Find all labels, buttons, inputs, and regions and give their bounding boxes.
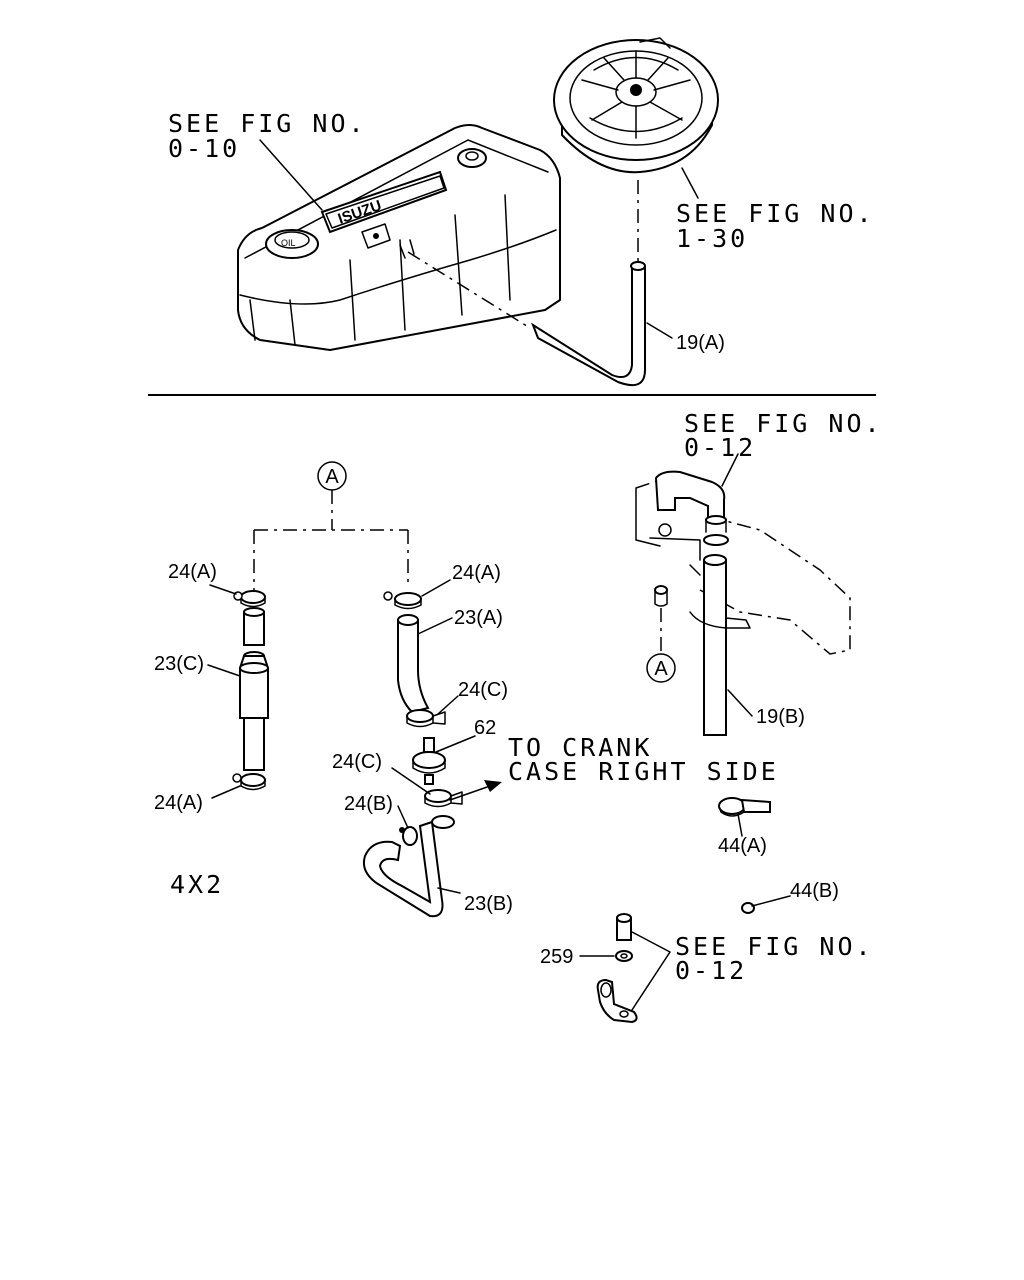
connector-a-right: A [646, 653, 676, 683]
clamp-24a-left-bottom [232, 773, 266, 791]
ref-bracket-top: SEE FIG NO. 0-12 [684, 409, 883, 462]
note-destination-line2: CASE RIGHT SIDE [508, 757, 779, 786]
pcv-valve-62 [412, 737, 446, 785]
ref-valve-cover-line1: SEE FIG NO. [168, 109, 367, 138]
bolt [616, 913, 632, 941]
callout-62: 62 [474, 717, 496, 739]
callout-44b: 44(B) [790, 880, 839, 902]
hose-23a [397, 614, 430, 714]
callout-24a-left-bottom: 24(A) [154, 792, 203, 814]
oil-cap-label: OIL [281, 238, 296, 248]
ref-bolt-clip: SEE FIG NO. 0-12 [675, 932, 874, 985]
crankcase-arrow [449, 780, 502, 801]
ref-bolt-clip-line1: SEE FIG NO. [675, 932, 874, 961]
note-destination: TO CRANK CASE RIGHT SIDE [508, 733, 779, 786]
callout-23c: 23(C) [154, 653, 204, 675]
note-variant: 4X2 [170, 870, 224, 899]
hose-23c [239, 607, 269, 771]
washer-259 [615, 950, 633, 962]
clamp-24a-left-top [233, 590, 266, 608]
breather-cap [457, 148, 487, 168]
hose-23b [362, 815, 455, 918]
ref-bracket-top-line2: 0-12 [684, 433, 756, 462]
connector-a-top-label: A [325, 466, 339, 488]
ref-air-cleaner: SEE FIG NO. 1-30 [676, 199, 875, 253]
clip [596, 978, 638, 1024]
callout-24c-lower: 24(C) [332, 751, 382, 773]
clamp-24b [399, 826, 418, 846]
bracket-manifold [635, 470, 851, 655]
isuzu-badge: ISUZU [320, 170, 448, 234]
callout-44a: 44(A) [718, 835, 767, 857]
clamp-44a [718, 797, 771, 817]
callout-24a-left-top: 24(A) [168, 561, 217, 583]
clamp-44b [741, 902, 755, 914]
callout-23a: 23(A) [454, 607, 503, 629]
callout-259: 259 [540, 946, 573, 968]
ref-air-cleaner-line2: 1-30 [676, 224, 748, 253]
connector-a-right-label: A [654, 658, 668, 680]
connector-a-top: A [317, 461, 347, 491]
air-cleaner [553, 37, 719, 174]
hose-19a [530, 260, 646, 386]
ref-air-cleaner-line1: SEE FIG NO. [676, 199, 875, 228]
hose-19b [689, 554, 751, 736]
callout-23b: 23(B) [464, 893, 513, 915]
clamp-24a-right-top [383, 591, 422, 610]
ref-valve-cover: SEE FIG NO. 0-10 [168, 109, 367, 163]
clamp-24c-upper [406, 709, 446, 728]
clamp-24c-lower [424, 789, 463, 808]
callout-19b: 19(B) [756, 706, 805, 728]
ref-bracket-top-line1: SEE FIG NO. [684, 409, 883, 438]
ref-valve-cover-line2: 0-10 [168, 134, 240, 163]
callout-24a-right-top: 24(A) [452, 562, 501, 584]
callout-24b: 24(B) [344, 793, 393, 815]
ref-bolt-clip-line2: 0-12 [675, 956, 747, 985]
valve-cover: OIL ISUZU [237, 124, 561, 351]
note-destination-line1: TO CRANK [508, 733, 652, 762]
callout-24c-upper: 24(C) [458, 679, 508, 701]
oil-cap [265, 229, 319, 259]
callout-19a: 19(A) [676, 332, 725, 354]
